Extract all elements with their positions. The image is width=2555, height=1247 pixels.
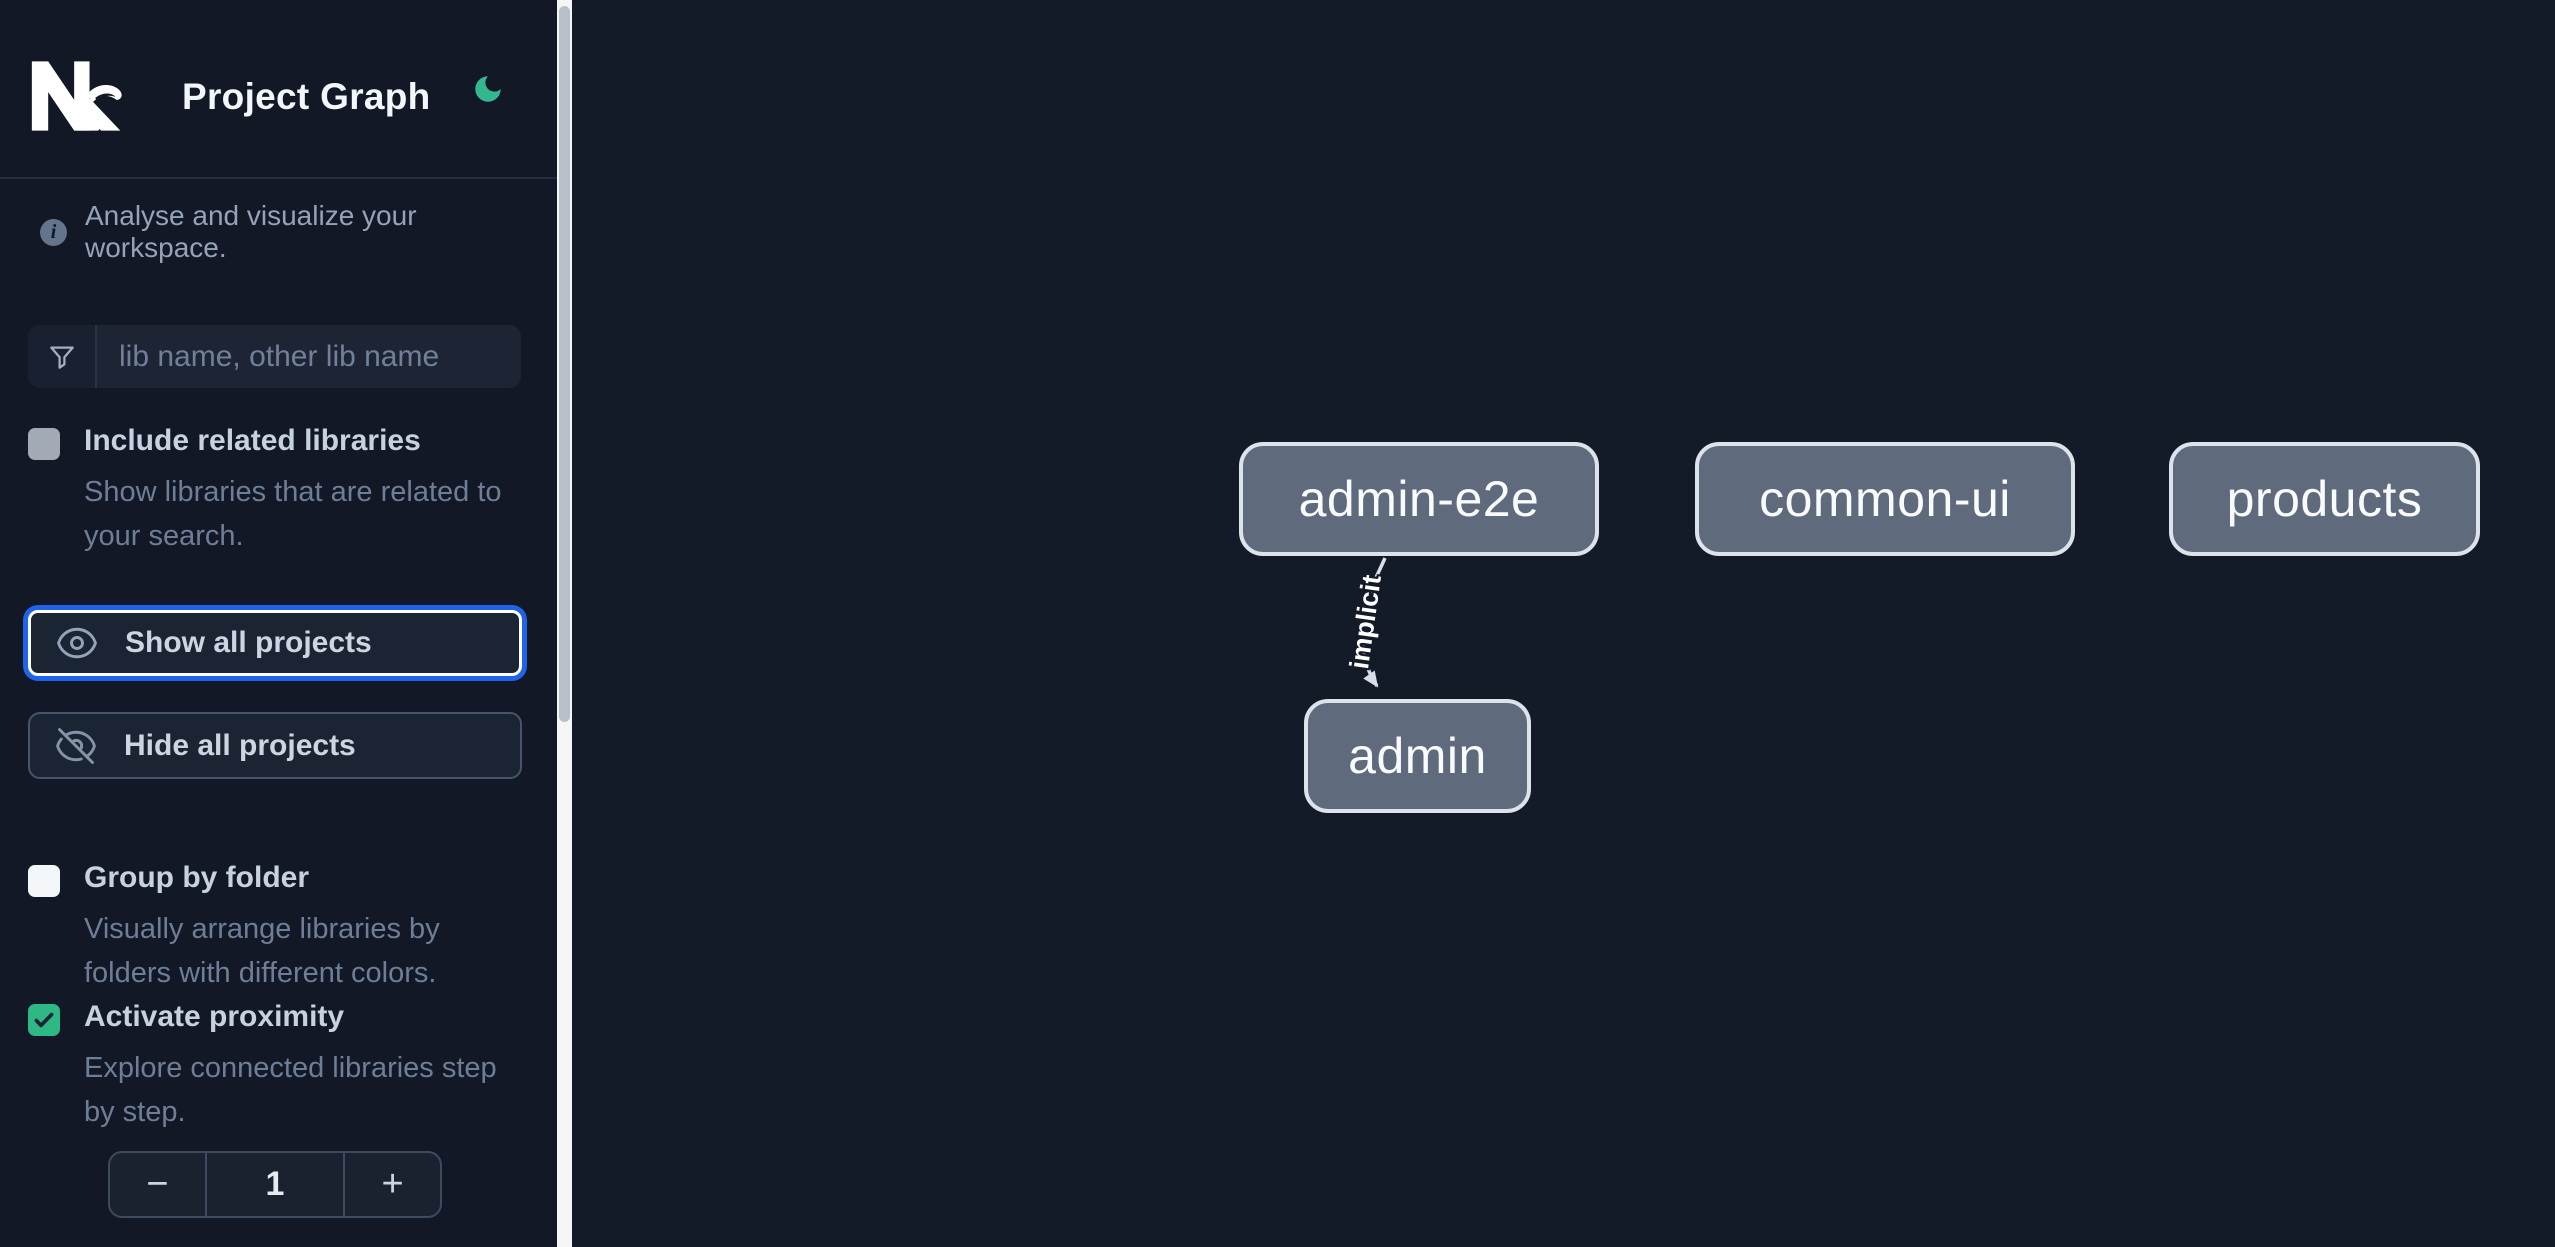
filter-search-box: [28, 325, 521, 388]
info-icon: i: [40, 218, 67, 246]
group-by-folder-description: Visually arrange libraries by folders wi…: [84, 913, 440, 989]
hide-all-projects-button[interactable]: Hide all projects: [28, 712, 522, 779]
increment-button[interactable]: +: [345, 1153, 440, 1216]
eye-off-icon: [56, 727, 96, 764]
sidebar-header: Project Graph: [0, 0, 557, 177]
funnel-icon: [28, 325, 97, 388]
activate-proximity-checkbox[interactable]: [28, 1004, 60, 1036]
moon-icon: [475, 75, 501, 102]
activate-proximity-row: Activate proximity Explore connected lib…: [28, 1000, 528, 1134]
sidebar-divider: [0, 177, 557, 179]
info-row: i Analyse and visualize your workspace.: [40, 200, 540, 264]
sidebar: Project Graph i Analyse and visualize yo…: [0, 0, 557, 1247]
checkmark-icon: [34, 1012, 54, 1028]
proximity-depth-value[interactable]: 1: [204, 1153, 346, 1216]
theme-toggle-button[interactable]: [462, 64, 514, 116]
activate-proximity-label[interactable]: Activate proximity: [84, 1000, 345, 1033]
include-related-row: Include related libraries Show libraries…: [28, 424, 528, 558]
nx-logo-icon: [31, 61, 122, 131]
group-by-folder-checkbox[interactable]: [28, 865, 60, 897]
show-all-projects-label: Show all projects: [125, 626, 372, 659]
scrollbar-thumb[interactable]: [559, 6, 570, 722]
group-by-folder-row: Group by folder Visually arrange librari…: [28, 861, 528, 995]
eye-icon: [57, 627, 97, 659]
node-admin-e2e[interactable]: admin-e2e: [1239, 442, 1599, 556]
hide-all-projects-label: Hide all projects: [124, 728, 356, 762]
graph-canvas[interactable]: implicit implicit admin-e2e common-ui pr…: [572, 0, 2555, 1247]
edge-label-implicit: implicit: [1344, 573, 1387, 671]
node-common-ui[interactable]: common-ui: [1695, 442, 2075, 556]
activate-proximity-description: Explore connected libraries step by step…: [84, 1052, 497, 1128]
include-related-description: Show libraries that are related to your …: [84, 476, 502, 552]
include-related-checkbox[interactable]: [28, 428, 60, 460]
page-title: Project Graph: [182, 76, 431, 117]
proximity-depth-stepper: − 1 +: [108, 1151, 442, 1218]
node-products[interactable]: products: [2169, 442, 2480, 556]
graph-layer: implicit implicit admin-e2e common-ui pr…: [572, 0, 2555, 1247]
search-input[interactable]: [97, 325, 521, 388]
include-related-label[interactable]: Include related libraries: [84, 424, 421, 457]
decrement-button[interactable]: −: [110, 1153, 205, 1216]
info-text: Analyse and visualize your workspace.: [85, 200, 417, 263]
edges-layer: [1359, 557, 1387, 688]
show-all-projects-button[interactable]: Show all projects: [28, 610, 522, 676]
sidebar-scrollbar: [557, 0, 572, 1247]
node-admin[interactable]: admin: [1304, 699, 1531, 813]
group-by-folder-label[interactable]: Group by folder: [84, 861, 309, 894]
